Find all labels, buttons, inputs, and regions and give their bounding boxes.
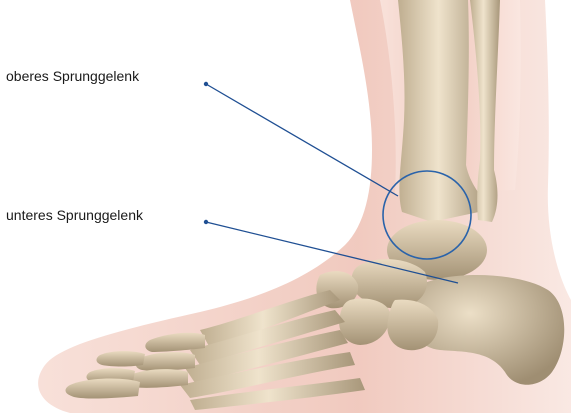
leader-dot-oberes [204,82,208,86]
label-lower-ankle-joint: unteres Sprunggelenk [6,207,143,223]
leader-dot-unteres [204,220,208,224]
leg-bones [398,0,500,222]
label-upper-ankle-joint: oberes Sprunggelenk [6,68,139,84]
